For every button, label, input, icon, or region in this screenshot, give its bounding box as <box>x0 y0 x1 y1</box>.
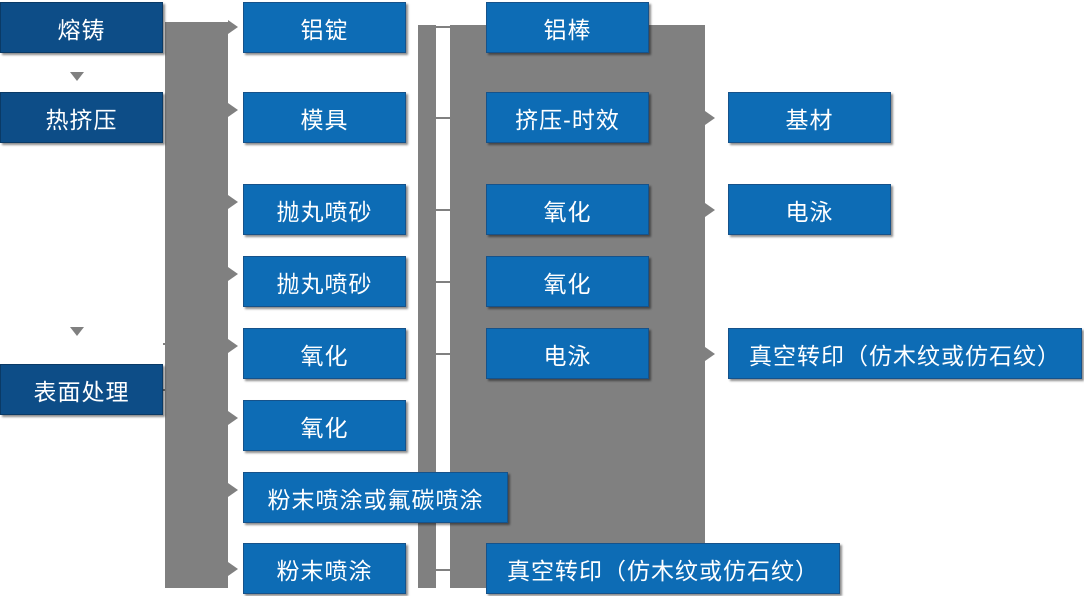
connector-band-stage-to-process <box>165 22 228 588</box>
process-box-oxidation-2[interactable]: 氧化 <box>243 400 406 451</box>
treatment-box-bar[interactable]: 铝棒 <box>486 2 649 53</box>
process-box-ingot[interactable]: 铝锭 <box>243 2 406 53</box>
output-label-substrate: 基材 <box>785 106 834 133</box>
stage-label-melting: 熔铸 <box>57 16 106 43</box>
process-label-oxidation-1: 氧化 <box>300 342 349 369</box>
arrow-to-out-electrophoresis <box>705 203 715 217</box>
process-label-powder-or-pvdf: 粉末喷涂或氟碳喷涂 <box>267 486 484 513</box>
arrow-to-proc-oxidation-1 <box>228 339 238 353</box>
arrow-to-proc-shotblast-1 <box>228 195 238 209</box>
process-label-oxidation-2: 氧化 <box>300 414 349 441</box>
tie-treat-oxidation-1 <box>434 209 452 211</box>
output-box-electrophoresis[interactable]: 电泳 <box>728 184 891 235</box>
process-label-shotblast-1: 抛丸喷砂 <box>276 198 373 225</box>
process-label-shotblast-2: 抛丸喷砂 <box>276 270 373 297</box>
stage-box-melting[interactable]: 熔铸 <box>0 2 163 53</box>
treatment-box-oxidation-2[interactable]: 氧化 <box>486 256 649 307</box>
arrow-to-proc-ingot <box>228 20 238 34</box>
treatment-label-oxidation-1: 氧化 <box>543 198 592 225</box>
stage-box-surface[interactable]: 表面处理 <box>0 364 163 415</box>
arrow-to-proc-mold <box>228 103 238 117</box>
arrow-to-out-substrate <box>705 111 715 125</box>
treatment-label-extrusion-aging: 挤压-时效 <box>515 106 620 133</box>
treatment-label-oxidation-2: 氧化 <box>543 270 592 297</box>
process-label-powder: 粉末喷涂 <box>276 557 373 584</box>
stage-label-extrusion: 热挤压 <box>45 106 118 133</box>
arrow-to-proc-powder <box>228 562 238 576</box>
treatment-label-vacuum-transfer: 真空转印（仿木纹或仿石纹） <box>507 557 819 584</box>
tie-treat-bar <box>434 26 452 28</box>
line-surface-to-band <box>163 389 183 391</box>
arrow-to-proc-oxidation-2 <box>228 411 238 425</box>
tie-treat-electrophoresis <box>434 353 452 355</box>
arrow-to-proc-powder-or-pvdf <box>228 483 238 497</box>
tie-treat-vacuum-transfer <box>434 569 452 571</box>
stage-label-surface: 表面处理 <box>33 378 130 405</box>
process-box-oxidation-1[interactable]: 氧化 <box>243 328 406 379</box>
arrow-to-out-vacuum-transfer <box>705 347 715 361</box>
treatment-box-electrophoresis[interactable]: 电泳 <box>486 328 649 379</box>
arrow-stage-extrusion-to-surface <box>70 327 84 336</box>
treatment-box-oxidation-1[interactable]: 氧化 <box>486 184 649 235</box>
output-label-vacuum-transfer: 真空转印（仿木纹或仿石纹） <box>749 342 1061 369</box>
stage-box-extrusion[interactable]: 热挤压 <box>0 92 163 143</box>
output-box-substrate[interactable]: 基材 <box>728 92 891 143</box>
process-box-shotblast-1[interactable]: 抛丸喷砂 <box>243 184 406 235</box>
treatment-box-extrusion-aging[interactable]: 挤压-时效 <box>486 92 649 143</box>
process-box-mold[interactable]: 模具 <box>243 92 406 143</box>
line-surface-top <box>163 343 183 345</box>
tie-treat-extrusion-aging <box>434 117 452 119</box>
tie-treat-oxidation-2 <box>434 281 452 283</box>
output-box-vacuum-transfer[interactable]: 真空转印（仿木纹或仿石纹） <box>728 328 1082 379</box>
process-label-ingot: 铝锭 <box>300 16 349 43</box>
treatment-label-bar: 铝棒 <box>543 16 592 43</box>
process-box-shotblast-2[interactable]: 抛丸喷砂 <box>243 256 406 307</box>
output-label-electrophoresis: 电泳 <box>785 198 834 225</box>
process-label-mold: 模具 <box>300 106 349 133</box>
treatment-label-electrophoresis: 电泳 <box>543 342 592 369</box>
process-box-powder-or-pvdf[interactable]: 粉末喷涂或氟碳喷涂 <box>243 472 508 523</box>
arrow-to-proc-shotblast-2 <box>228 267 238 281</box>
connector-riser-process-to-treatment <box>418 25 436 588</box>
treatment-box-vacuum-transfer[interactable]: 真空转印（仿木纹或仿石纹） <box>486 543 840 594</box>
process-box-powder[interactable]: 粉末喷涂 <box>243 543 406 594</box>
arrow-stage-melting-to-extrusion <box>70 72 84 81</box>
line-surface-riser <box>181 343 183 391</box>
